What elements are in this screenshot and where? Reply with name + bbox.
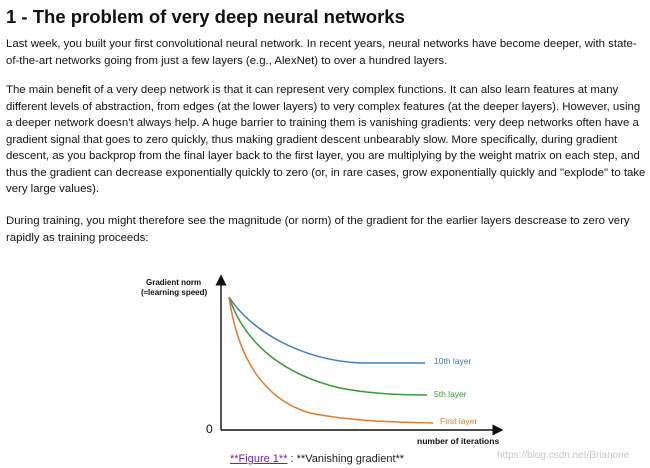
watermark: https://blog.csdn.net/Brianone	[497, 450, 630, 461]
paragraph-training: During training, you might therefore see…	[6, 215, 630, 244]
paragraph-benefit: The main benefit of a very deep network …	[6, 84, 646, 195]
label-first-layer: First layer	[440, 416, 477, 426]
document-page: 1 - The problem of very deep neural netw…	[6, 0, 646, 244]
y-axis-label-line2: (≈learning speed)	[141, 288, 208, 297]
curve-5th-layer	[228, 296, 428, 396]
label-5th-layer: 5th layer	[434, 389, 467, 399]
caption-text: **Vanishing gradient**	[296, 453, 405, 465]
y-axis-label-line1: Gradient norm	[146, 278, 201, 287]
figure-link[interactable]: **Figure 1**	[230, 453, 288, 465]
paragraph-intro: Last week, you built your first convolut…	[6, 38, 637, 67]
caption-separator: :	[287, 453, 297, 465]
curve-10th-layer	[228, 296, 425, 364]
origin-label: 0	[206, 422, 213, 436]
section-heading: 1 - The problem of very deep neural netw…	[6, 6, 405, 27]
curve-first-layer	[228, 296, 434, 424]
label-10th-layer: 10th layer	[434, 356, 471, 366]
x-axis-label: number of iterations	[417, 436, 499, 446]
figure-caption: **Figure 1** : **Vanishing gradient**	[230, 452, 404, 466]
